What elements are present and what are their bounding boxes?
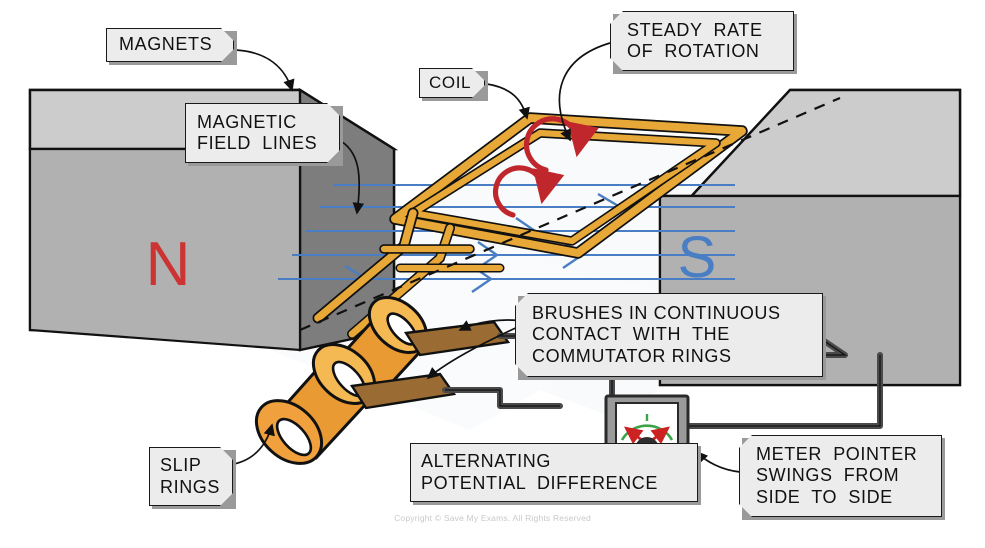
label-brushes-line-1: BRUSHES IN CONTINUOUS [532, 303, 781, 324]
label-coil: COIL [419, 68, 485, 98]
label-slip-rings: SLIP RINGS [149, 447, 233, 506]
label-alternating-pd-line-1: ALTERNATING [421, 451, 551, 472]
label-field-lines-line-2: FIELD LINES [197, 133, 318, 153]
label-meter-pointer: METER POINTER SWINGS FROM SIDE TO SIDE [739, 435, 942, 517]
rotation-axis [299, 96, 841, 332]
label-magnetic-field-lines: MAGNETIC FIELD LINES [185, 103, 340, 163]
label-magnets-line-1: MAGNETS [119, 34, 213, 55]
label-alternating-pd: ALTERNATING POTENTIAL DIFFERENCE [410, 443, 698, 502]
rotation-arrows [492, 116, 599, 218]
coil [312, 112, 748, 339]
north-pole-label: N [146, 230, 191, 299]
label-slip-rings-line-2: RINGS [160, 476, 221, 497]
label-steady-rate: STEADY RATE OF ROTATION [610, 11, 794, 71]
label-brushes-line-3: COMMUTATOR RINGS [532, 345, 732, 366]
label-meter-pointer-line-2: SWINGS FROM [756, 465, 900, 486]
south-pole-label: S [678, 225, 717, 290]
label-magnets: MAGNETS [106, 28, 234, 62]
label-brushes: BRUSHES IN CONTINUOUS CONTACT WITH THE C… [515, 293, 823, 377]
label-alternating-pd-line-2: POTENTIAL DIFFERENCE [421, 472, 658, 493]
label-steady-rate-line-2: OF ROTATION [627, 41, 760, 61]
copyright-notice: Copyright © Save My Exams. All Rights Re… [394, 513, 591, 523]
label-field-lines-line-1: MAGNETIC [197, 111, 297, 132]
label-meter-pointer-line-3: SIDE TO SIDE [756, 486, 893, 507]
label-meter-pointer-line-1: METER POINTER [756, 444, 918, 465]
label-steady-rate-line-1: STEADY RATE [627, 19, 763, 40]
leader-lines [227, 42, 741, 473]
label-brushes-line-2: CONTACT WITH THE [532, 324, 730, 345]
label-slip-rings-line-1: SLIP [160, 455, 202, 476]
label-coil-line-1: COIL [429, 72, 472, 92]
